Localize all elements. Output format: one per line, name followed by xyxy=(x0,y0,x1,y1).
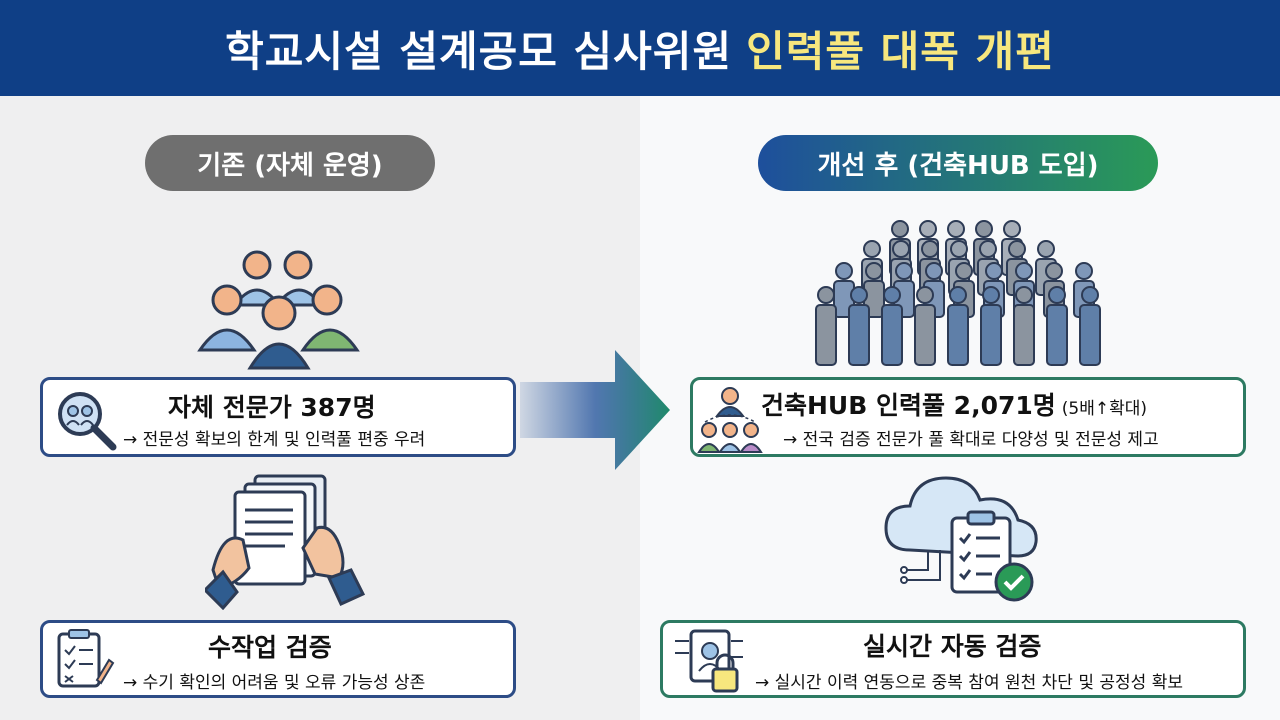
crowd-person-head xyxy=(1037,240,1055,258)
crowd-person-head xyxy=(982,286,1000,304)
header-title: 학교시설 설계공모 심사위원 xyxy=(225,26,733,76)
crowd-person-body xyxy=(815,304,837,366)
before-experts-title: 자체 전문가 387명 xyxy=(168,393,376,422)
before-manual-subtitle: → 수기 확인의 어려움 및 오류 가능성 상존 xyxy=(123,673,426,693)
crowd-person-head xyxy=(892,240,910,258)
transition-arrow-icon xyxy=(520,350,670,470)
after-hub-subtitle: → 전국 검증 전문가 풀 확대로 다양성 및 전문성 제고 xyxy=(783,430,1159,450)
crowd-person-head xyxy=(850,286,868,304)
crowd-person-head xyxy=(950,240,968,258)
after-hub-title: 건축HUB 인력풀 2,071명(5배↑확대) xyxy=(761,386,1147,422)
crowd-person-body xyxy=(947,304,969,366)
before-manual-card: 수작업 검증 → 수기 확인의 어려움 및 오류 가능성 상존 xyxy=(40,620,516,698)
crowd-person-body xyxy=(1013,304,1035,366)
crowd-person-head xyxy=(921,240,939,258)
after-hub-title-suffix: (5배↑확대) xyxy=(1061,399,1148,419)
after-auto-subtitle: → 실시간 이력 연동으로 중복 참여 원천 차단 및 공정성 확보 xyxy=(755,673,1184,693)
after-hub-card: 건축HUB 인력풀 2,071명(5배↑확대) → 전국 검증 전문가 풀 확대… xyxy=(690,377,1246,457)
document-hands-icon xyxy=(205,474,365,610)
crowd-person-body xyxy=(848,304,870,366)
network-people-icon xyxy=(697,387,763,453)
crowd-person-head xyxy=(817,286,835,304)
crowd-person-head xyxy=(1003,220,1021,238)
team-people-icon xyxy=(197,250,360,370)
crowd-person-head xyxy=(925,262,943,280)
crowd-person-head xyxy=(916,286,934,304)
crowd-person-head xyxy=(1045,262,1063,280)
crowd-person-head xyxy=(1075,262,1093,280)
before-experts-subtitle: → 전문성 확보의 한계 및 인력풀 편중 우려 xyxy=(123,430,426,450)
header-title-highlight: 인력풀 대폭 개편 xyxy=(746,26,1055,76)
crowd-person-body xyxy=(1079,304,1101,366)
crowd-person-head xyxy=(883,286,901,304)
crowd-person-head xyxy=(955,262,973,280)
crowd-person-body xyxy=(914,304,936,366)
crowd-person-body xyxy=(980,304,1002,366)
crowd-person-head xyxy=(1015,262,1033,280)
crowd-person-head xyxy=(975,220,993,238)
crowd-person-head xyxy=(891,220,909,238)
cloud-verification-icon xyxy=(884,476,1038,602)
crowd-person-head xyxy=(835,262,853,280)
clipboard-checklist-icon xyxy=(57,629,115,688)
crowd-person-head xyxy=(919,220,937,238)
crowd-person-head xyxy=(1008,240,1026,258)
crowd-person-head xyxy=(949,286,967,304)
crowd-person-head xyxy=(979,240,997,258)
after-auto-card: 실시간 자동 검증 → 실시간 이력 연동으로 중복 참여 원천 차단 및 공정… xyxy=(660,620,1246,698)
before-experts-card: 자체 전문가 387명 → 전문성 확보의 한계 및 인력풀 편중 우려 xyxy=(40,377,516,457)
crowd-people-icon xyxy=(815,220,1101,366)
secure-profile-icon xyxy=(675,629,743,693)
after-hub-title-text: 건축HUB 인력풀 2,071명 xyxy=(761,391,1056,420)
page-header: 학교시설 설계공모 심사위원 인력풀 대폭 개편 xyxy=(0,0,1280,96)
after-auto-title: 실시간 자동 검증 xyxy=(863,632,1042,661)
crowd-person-body xyxy=(881,304,903,366)
after-pill: 개선 후 (건축HUB 도입) xyxy=(758,135,1158,191)
crowd-person-body xyxy=(1046,304,1068,366)
crowd-person-head xyxy=(1015,286,1033,304)
crowd-person-head xyxy=(985,262,1003,280)
crowd-person-head xyxy=(863,240,881,258)
crowd-person-head xyxy=(865,262,883,280)
crowd-person-head xyxy=(947,220,965,238)
crowd-person-head xyxy=(1081,286,1099,304)
before-pill: 기존 (자체 운영) xyxy=(145,135,435,191)
crowd-person-head xyxy=(895,262,913,280)
magnifier-icon xyxy=(58,392,117,451)
before-manual-title: 수작업 검증 xyxy=(208,633,332,662)
crowd-person-head xyxy=(1048,286,1066,304)
